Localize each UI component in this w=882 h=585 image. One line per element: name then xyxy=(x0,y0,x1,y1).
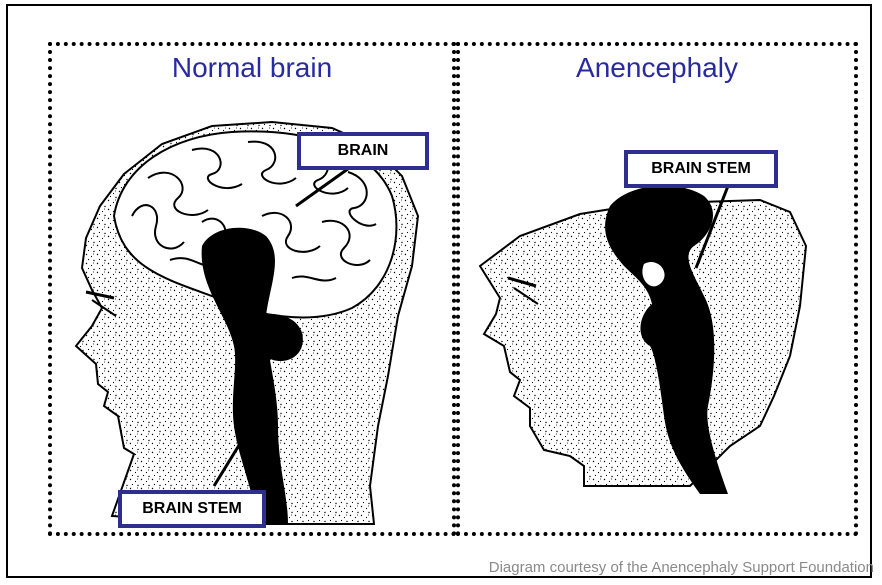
panel-title-anencephaly: Anencephaly xyxy=(460,52,854,84)
anencephaly-illustration xyxy=(460,46,854,532)
normal-brain-panel: Normal brain BRAIN BRAIN S xyxy=(48,42,456,536)
image-credit: Diagram courtesy of the Anencephaly Supp… xyxy=(489,559,874,577)
anencephaly-panel: Anencephaly BRAIN STEM xyxy=(456,42,858,536)
label-brain: BRAIN xyxy=(297,132,429,170)
normal-brain-illustration xyxy=(52,46,452,532)
label-brain-stem-normal: BRAIN STEM xyxy=(118,490,266,528)
panel-title-normal-brain: Normal brain xyxy=(52,52,452,84)
label-brain-stem-anencephaly: BRAIN STEM xyxy=(624,150,778,188)
